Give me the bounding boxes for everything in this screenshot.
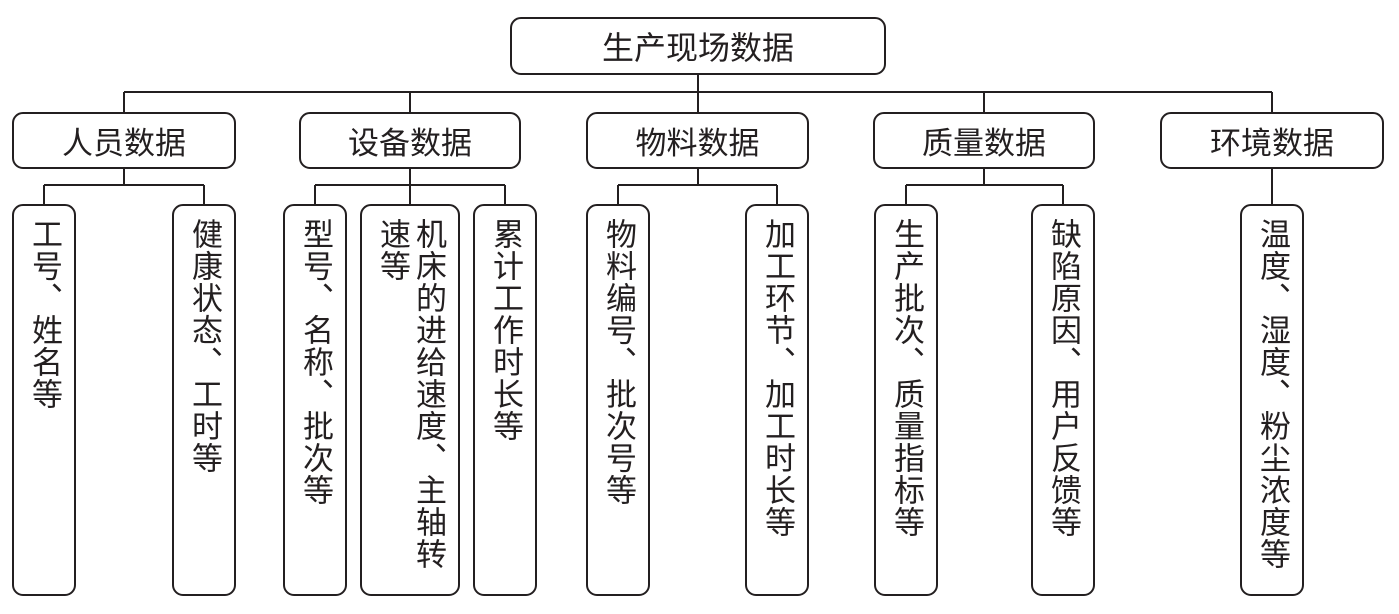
leaf-text: 健康状态、工时等	[186, 218, 222, 474]
category-material: 物料数据	[586, 112, 809, 169]
category-personnel: 人员数据	[12, 112, 236, 169]
leaf-material-process: 加工环节、加工时长等	[745, 204, 809, 596]
leaf-equipment-model: 型号、名称、批次等	[283, 204, 347, 596]
category-label: 物料数据	[635, 126, 760, 162]
category-label: 人员数据	[62, 126, 186, 162]
leaf-equipment-runtime: 累计工作时长等	[473, 204, 537, 596]
leaf-text: 累计工作时长等	[487, 218, 523, 442]
leaf-text: 型号、名称、批次等	[297, 218, 333, 506]
leaf-equipment-machine: 机床的进给速度、主轴转速等	[360, 204, 460, 596]
category-label: 设备数据	[348, 126, 472, 162]
leaf-personnel-id: 工号、姓名等	[12, 204, 76, 596]
root-label: 生产现场数据	[601, 29, 794, 67]
leaf-text: 缺陷原因、用户反馈等	[1045, 218, 1081, 538]
category-label: 质量数据	[922, 126, 1046, 162]
leaf-quality-defect: 缺陷原因、用户反馈等	[1031, 204, 1095, 596]
root-node: 生产现场数据	[510, 17, 886, 75]
category-quality: 质量数据	[873, 112, 1095, 169]
leaf-text: 加工环节、加工时长等	[759, 218, 795, 538]
leaf-text: 机床的进给速度、主轴转速等	[374, 218, 446, 570]
category-environment: 环境数据	[1160, 112, 1384, 169]
leaf-personnel-health: 健康状态、工时等	[172, 204, 236, 596]
leaf-text: 工号、姓名等	[26, 218, 62, 410]
leaf-text: 生产批次、质量指标等	[888, 218, 924, 538]
leaf-environment-conditions: 温度、湿度、粉尘浓度等	[1240, 204, 1304, 596]
category-equipment: 设备数据	[299, 112, 521, 169]
leaf-text: 物料编号、批次号等	[600, 218, 636, 506]
leaf-text: 温度、湿度、粉尘浓度等	[1254, 218, 1290, 570]
leaf-material-code: 物料编号、批次号等	[586, 204, 650, 596]
category-label: 环境数据	[1210, 126, 1334, 162]
leaf-quality-batch: 生产批次、质量指标等	[874, 204, 938, 596]
